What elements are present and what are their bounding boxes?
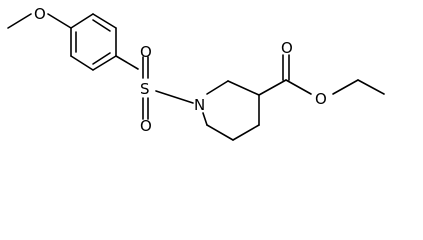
ethyl-bond-2 bbox=[357, 79, 385, 95]
structure-diagram: O S O O N O O bbox=[7, 5, 385, 141]
ethyl-bond-1 bbox=[332, 79, 359, 95]
benzene-ring bbox=[70, 13, 117, 71]
sulfur-label: S bbox=[140, 80, 150, 98]
carbonyl-double-bond bbox=[282, 54, 290, 81]
sulfonyl-double-bonds bbox=[142, 56, 149, 120]
methoxy-oxygen-label: O bbox=[34, 5, 46, 23]
sulfur-nitrogen-bond bbox=[155, 90, 194, 104]
carbonyl-oxygen-label: O bbox=[281, 39, 293, 57]
structure-svg: O S O O N O O bbox=[7, 5, 385, 141]
ring-carbonyl-bond bbox=[258, 79, 287, 96]
sulfonyl-oxygen-top-label: O bbox=[140, 43, 152, 61]
ester-bond bbox=[285, 79, 312, 95]
methyl-bond bbox=[7, 13, 32, 29]
sulfonyl-oxygen-bottom-label: O bbox=[140, 117, 152, 135]
nitrogen-label: N bbox=[194, 96, 205, 114]
ring-sulfur-bond bbox=[115, 55, 139, 70]
ester-oxygen-label: O bbox=[315, 90, 327, 108]
methoxy-ring-bond bbox=[47, 13, 72, 29]
piperidine-ring bbox=[202, 80, 260, 141]
